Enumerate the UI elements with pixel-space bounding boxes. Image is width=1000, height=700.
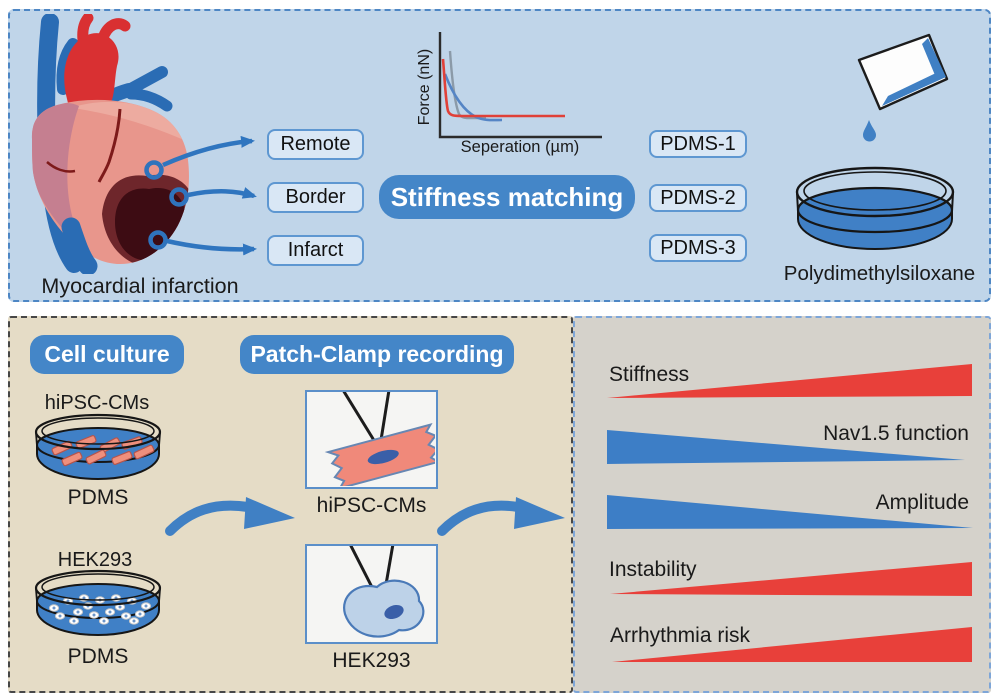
region-box-border: Border xyxy=(267,182,364,213)
dish2-top-label: HEK293 xyxy=(57,549,133,571)
pdms-pour-illustration xyxy=(795,33,955,250)
patch-clamp-pill: Patch-Clamp recording xyxy=(240,335,514,374)
wedge-instability xyxy=(610,562,972,596)
patch-box-hek xyxy=(305,543,438,644)
petri-dish-icon xyxy=(795,166,955,250)
panel-stiffness-matching: Myocardial infarction Remote Border Infa… xyxy=(8,9,991,302)
force-separation-graph xyxy=(438,32,602,139)
flow-arrow-1 xyxy=(165,497,295,536)
pdms-box-2: PDMS-2 xyxy=(649,184,747,212)
pdms-slab-liquid xyxy=(882,38,946,106)
heart-left-lobe xyxy=(31,102,91,252)
nucleus xyxy=(367,449,399,465)
graph-xlabel: Seperation (µm) xyxy=(460,138,580,156)
patch-box1-label: hiPSC-CMs xyxy=(316,494,427,517)
patch-box2-label: HEK293 xyxy=(332,649,411,672)
nucleus xyxy=(384,604,404,620)
curve-red xyxy=(441,58,565,118)
dish1-top-label: hiPSC-CMs xyxy=(44,392,150,414)
wedge-amplitude xyxy=(607,495,973,529)
pdms-caption: Polydimethylsiloxane xyxy=(783,262,976,285)
wedge-arrhythmia xyxy=(612,627,972,662)
heart-caption: Myocardial infarction xyxy=(41,274,239,298)
panel-cell-culture: Cell culture Patch-Clamp recording hiPSC… xyxy=(8,316,573,693)
panel-outcomes: Stiffness Nav1.5 function Amplitude Inst… xyxy=(573,316,991,693)
pipette-icon xyxy=(341,389,391,443)
right-pulmonary-stub xyxy=(56,38,79,95)
vena-cava-lower xyxy=(61,217,98,274)
graph-ylabel: Force (nN) xyxy=(416,48,433,126)
flow-arrow-2 xyxy=(437,497,565,536)
heart-top-band xyxy=(73,101,184,140)
row-label-arrhythmia: Arrhythmia risk xyxy=(610,624,751,647)
row-label-stiffness: Stiffness xyxy=(609,363,690,386)
pdms-box-1: PDMS-1 xyxy=(649,130,747,158)
dish1-hipsc-icon xyxy=(34,413,162,480)
wedge-stiffness xyxy=(607,364,972,398)
row-label-instability: Instability xyxy=(609,558,697,581)
region-box-remote: Remote xyxy=(267,129,364,160)
dish1-bottom-label: PDMS xyxy=(67,486,129,509)
trend-wedges xyxy=(607,364,973,662)
droplet-icon xyxy=(863,120,876,142)
pdms-slab-icon xyxy=(857,33,949,111)
hek-cell xyxy=(343,579,425,638)
cell-culture-pill: Cell culture xyxy=(30,335,184,374)
dish2-hek-icon xyxy=(34,569,162,636)
curve-gray xyxy=(448,50,486,120)
patch-box-hipsc xyxy=(305,389,441,490)
dish2-bottom-label: PDMS xyxy=(67,645,129,668)
region-box-infarct: Infarct xyxy=(267,235,364,266)
wedge-nav xyxy=(607,430,965,464)
pdms-box-3: PDMS-3 xyxy=(649,234,747,262)
row-label-amplitude: Amplitude xyxy=(875,491,969,514)
stiffness-matching-pill: Stiffness matching xyxy=(379,175,635,219)
coronary-arteries xyxy=(46,108,122,183)
region-arrows xyxy=(162,135,257,256)
row-label-nav: Nav1.5 function xyxy=(823,422,969,445)
region-markers xyxy=(144,160,189,250)
